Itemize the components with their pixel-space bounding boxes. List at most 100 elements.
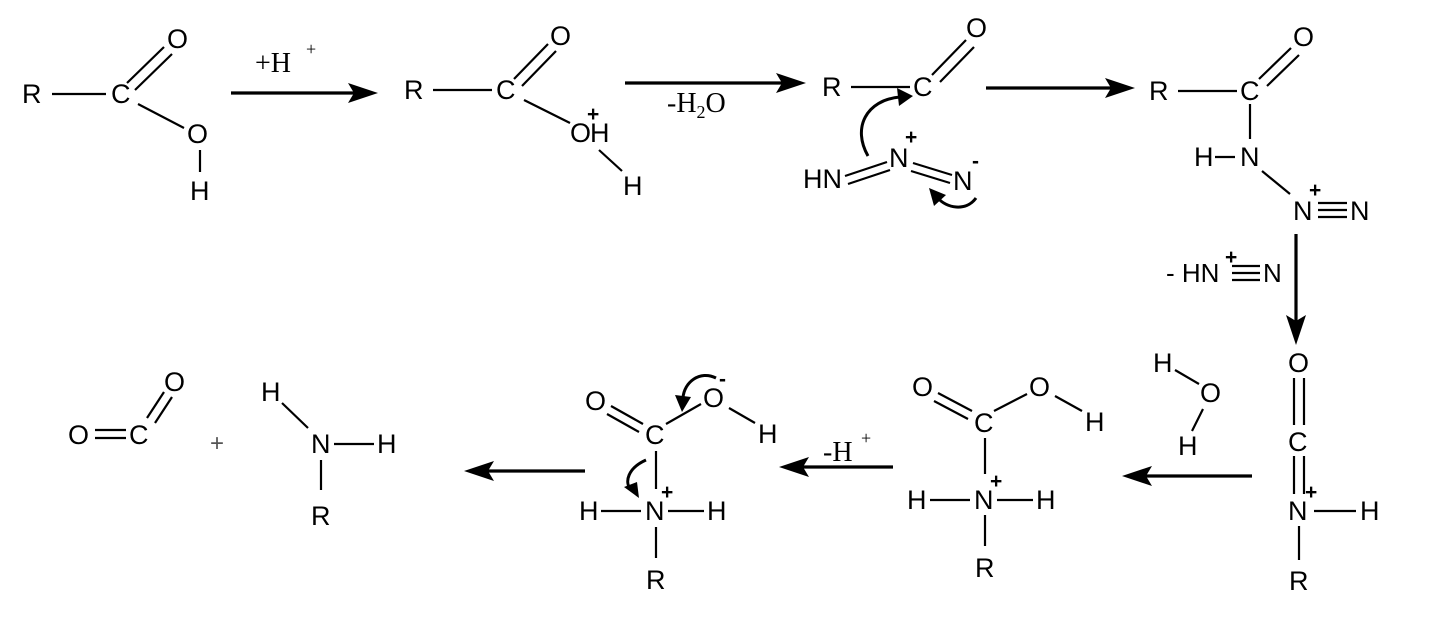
arrow-deprotonation: -H + (779, 428, 893, 477)
bond-O-H (598, 149, 623, 172)
atom-O-protonated: O (570, 118, 591, 148)
atom-N: N (974, 485, 994, 515)
curly-arrow-head (897, 88, 913, 106)
atom-H-on-O: H (590, 118, 610, 148)
bond-N-N-double-b (847, 168, 891, 186)
charge-minus: - (719, 368, 726, 391)
bond-N-N-terminal-a (912, 161, 953, 177)
bond-O-C-double-a (610, 405, 644, 425)
atom-O-carbonyl: O (585, 386, 606, 416)
atom-N: N (311, 429, 331, 459)
bond-C-O-double-b (521, 50, 557, 87)
atom-N-terminal: N (1350, 196, 1370, 226)
charge-plus: + (1225, 246, 1237, 269)
atom-HN: HN (803, 164, 842, 194)
atom-R: R (1149, 76, 1169, 106)
label-protonation-superscript: + (306, 39, 316, 59)
bond-H-O (1174, 369, 1200, 385)
atom-H: H (1153, 348, 1173, 378)
atom-N-terminal: N (953, 166, 973, 196)
atom-N-plus: N (1293, 196, 1313, 226)
atom-R: R (311, 501, 331, 531)
atom-N: N (645, 496, 665, 526)
atom-O-carbonyl: O (550, 21, 571, 51)
curly-arrow-cn-bond-head (624, 482, 639, 498)
bond-C-O-double-a (1258, 47, 1292, 80)
plus-sign: + (210, 430, 224, 457)
charge-plus: + (1309, 179, 1321, 202)
atom-H: H (1085, 407, 1105, 437)
atom-N-central: N (889, 143, 909, 173)
atom-O-right: O (164, 367, 185, 397)
atom-O-hydroxyl: O (1029, 372, 1050, 402)
charge-minus: - (972, 150, 979, 173)
carbon-dioxide: O C O (68, 367, 185, 450)
atom-C: C (129, 420, 149, 450)
atom-H: H (190, 176, 210, 206)
decarboxylation-intermediate: O C O H H N + H R - (579, 368, 778, 595)
bond-C-O-double-a (126, 46, 165, 84)
charge-plus: + (905, 126, 917, 149)
arrow-head (776, 73, 806, 93)
atom-O-carbonyl: O (912, 372, 933, 402)
curly-arrow-nitrogen-head (929, 188, 946, 206)
arrow-hydration (1122, 466, 1252, 486)
atom-O: O (1293, 22, 1314, 52)
atom-R: R (22, 79, 42, 109)
atom-H: H (623, 171, 643, 201)
atom-C: C (1288, 427, 1308, 457)
bond-N-N (1261, 170, 1291, 195)
atom-C: C (1240, 76, 1260, 106)
acyl-azide-intermediate: R C O H N N + N (1149, 22, 1370, 226)
atom-O-left: O (68, 420, 89, 450)
atom-H-top: H (261, 377, 281, 407)
atom-H-right: H (377, 429, 397, 459)
bond-C-O-double-b (1266, 54, 1300, 87)
bond-C-O-double-b (154, 396, 173, 424)
bond-C-O-double-a (513, 43, 549, 80)
hydrazoic-acid: HN N + N - (803, 88, 979, 209)
bond-C-O-double-a (931, 39, 967, 76)
bond-C-OH2 (523, 99, 571, 124)
atom-O: O (1200, 378, 1221, 408)
acylium-ion: R C O (822, 13, 987, 102)
bond-N-N-double-a (844, 160, 888, 178)
bond-C-O (665, 403, 702, 425)
label-nitrogen-loss: - HN (1166, 258, 1219, 288)
curly-arrow-nitrogen (936, 196, 978, 209)
bond-O-H (728, 407, 756, 424)
carbamic-acid: O C O H H N + H R (907, 372, 1105, 583)
atom-H: H (1178, 431, 1198, 461)
amine: H N H R (261, 377, 397, 531)
bond-O-C-double-b (606, 413, 640, 433)
atom-R: R (975, 553, 995, 583)
atom-H: H (1360, 496, 1380, 526)
curly-arrow-oxygen (681, 374, 717, 399)
atom-O-carbonyl: O (167, 24, 188, 54)
charge-plus: + (587, 103, 599, 126)
arrow-protonation: +H + (231, 39, 378, 103)
bond-O-H (1191, 408, 1204, 432)
label-deprotonation: -H (823, 437, 853, 468)
bond-N-N-terminal-b (910, 169, 951, 185)
atom-C: C (645, 420, 665, 450)
charge-plus: + (990, 470, 1002, 493)
atom-H: H (1194, 142, 1214, 172)
arrow-head (1105, 78, 1135, 98)
bond-C-O-double-a (146, 391, 165, 419)
atom-H: H (758, 419, 778, 449)
atom-O-hydroxyl: O (703, 383, 724, 413)
atom-R: R (822, 72, 842, 102)
arrow-head (1122, 466, 1152, 486)
arrow-head (348, 83, 378, 103)
bond-O-H (1054, 395, 1083, 412)
atom-H-right: H (707, 496, 727, 526)
label-nitrogen-loss-N: N (1263, 258, 1282, 288)
charge-plus: + (661, 481, 673, 504)
bond-C-O-double-b (134, 53, 173, 91)
atom-C: C (913, 72, 933, 102)
atom-N: N (1288, 496, 1308, 526)
atom-C: C (974, 408, 994, 438)
atom-C: C (111, 79, 131, 109)
